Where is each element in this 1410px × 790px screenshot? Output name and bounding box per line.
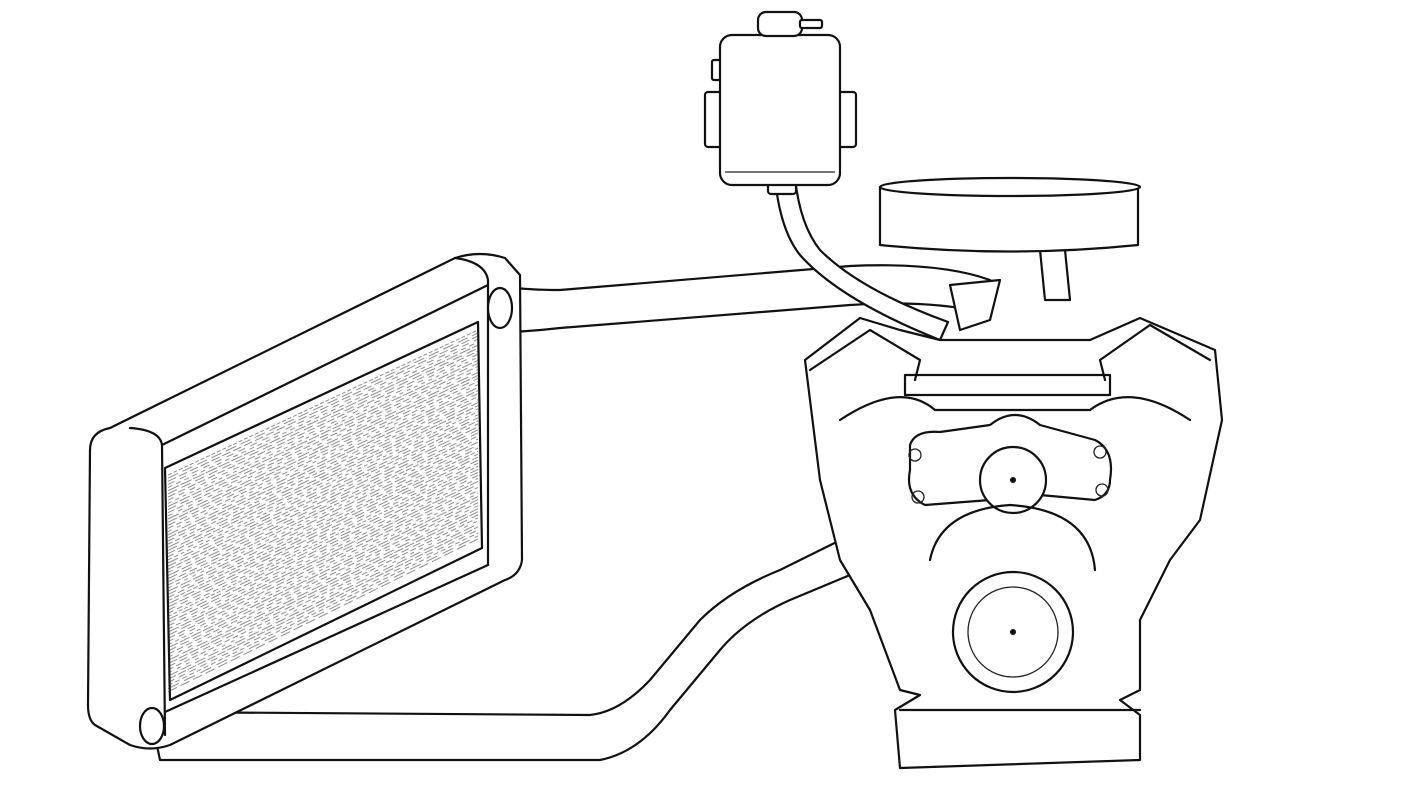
fin-line	[167, 414, 479, 564]
fin-line	[167, 535, 479, 690]
fin-line	[167, 477, 479, 630]
air-cleaner	[878, 176, 1142, 302]
fin-line	[167, 423, 479, 573]
fin-line	[167, 484, 479, 636]
fin-line	[167, 502, 479, 655]
fin-line	[167, 526, 479, 680]
expansion-tank	[703, 10, 950, 342]
fin-line	[167, 441, 479, 592]
fin-line	[167, 438, 479, 589]
fin-line	[167, 408, 479, 558]
fin-line	[167, 523, 479, 677]
fin-line	[167, 381, 479, 529]
fin-line	[167, 405, 479, 555]
fin-line	[167, 399, 479, 548]
fin-line	[167, 356, 479, 504]
fin-line	[167, 374, 479, 523]
fin-line	[167, 517, 479, 671]
fin-line	[167, 505, 479, 658]
fin-line	[167, 426, 479, 577]
fin-line	[167, 459, 479, 611]
fin-line	[167, 429, 479, 580]
fin-line	[167, 332, 479, 479]
fin-line	[167, 341, 479, 489]
fin-line	[167, 365, 479, 514]
fin-line	[167, 378, 479, 526]
fin-line	[167, 329, 479, 476]
fin-line	[167, 453, 479, 605]
fin-line	[167, 450, 479, 602]
fin-line	[167, 520, 479, 674]
fin-line	[167, 468, 479, 621]
fin-line	[167, 471, 479, 624]
fin-line	[167, 465, 479, 617]
fin-line	[167, 447, 479, 599]
fin-line	[167, 499, 479, 652]
fin-line	[167, 402, 479, 551]
radiator	[86, 252, 524, 750]
fin-line	[167, 353, 479, 501]
fin-line	[167, 350, 479, 498]
fin-line	[167, 493, 479, 646]
tank-cap	[756, 10, 804, 38]
fin-line	[167, 444, 479, 595]
fin-line	[167, 390, 479, 539]
fin-line	[167, 387, 479, 536]
lower-outlet	[138, 706, 166, 746]
fin-line	[167, 396, 479, 545]
fin-line	[167, 511, 479, 665]
fin-line	[167, 347, 479, 495]
fin-line	[167, 335, 479, 482]
fin-line	[167, 384, 479, 533]
fin-line	[167, 490, 479, 643]
upper-outlet	[486, 286, 514, 330]
fin-line	[167, 474, 479, 627]
fin-line	[167, 362, 479, 511]
engine	[803, 316, 1224, 770]
fin-line	[167, 435, 479, 586]
fin-line	[167, 496, 479, 649]
fin-line	[167, 371, 479, 520]
fin-line	[167, 508, 479, 661]
fin-line	[167, 417, 479, 567]
fin-line	[167, 532, 479, 687]
fin-line	[167, 411, 479, 561]
fin-line	[167, 393, 479, 542]
fin-line	[167, 344, 479, 492]
radiator-core-fins	[167, 329, 479, 693]
fin-line	[167, 359, 479, 507]
fin-line	[167, 529, 479, 683]
fin-line	[167, 462, 479, 614]
fin-line	[167, 538, 479, 693]
fin-line	[167, 487, 479, 639]
fin-line	[167, 514, 479, 668]
fin-line	[167, 368, 479, 517]
fin-line	[167, 480, 479, 633]
fin-line	[167, 432, 479, 583]
fin-line	[167, 456, 479, 608]
fin-line	[167, 420, 479, 570]
upper-radiator-hose	[493, 264, 1002, 334]
fin-line	[167, 338, 479, 485]
